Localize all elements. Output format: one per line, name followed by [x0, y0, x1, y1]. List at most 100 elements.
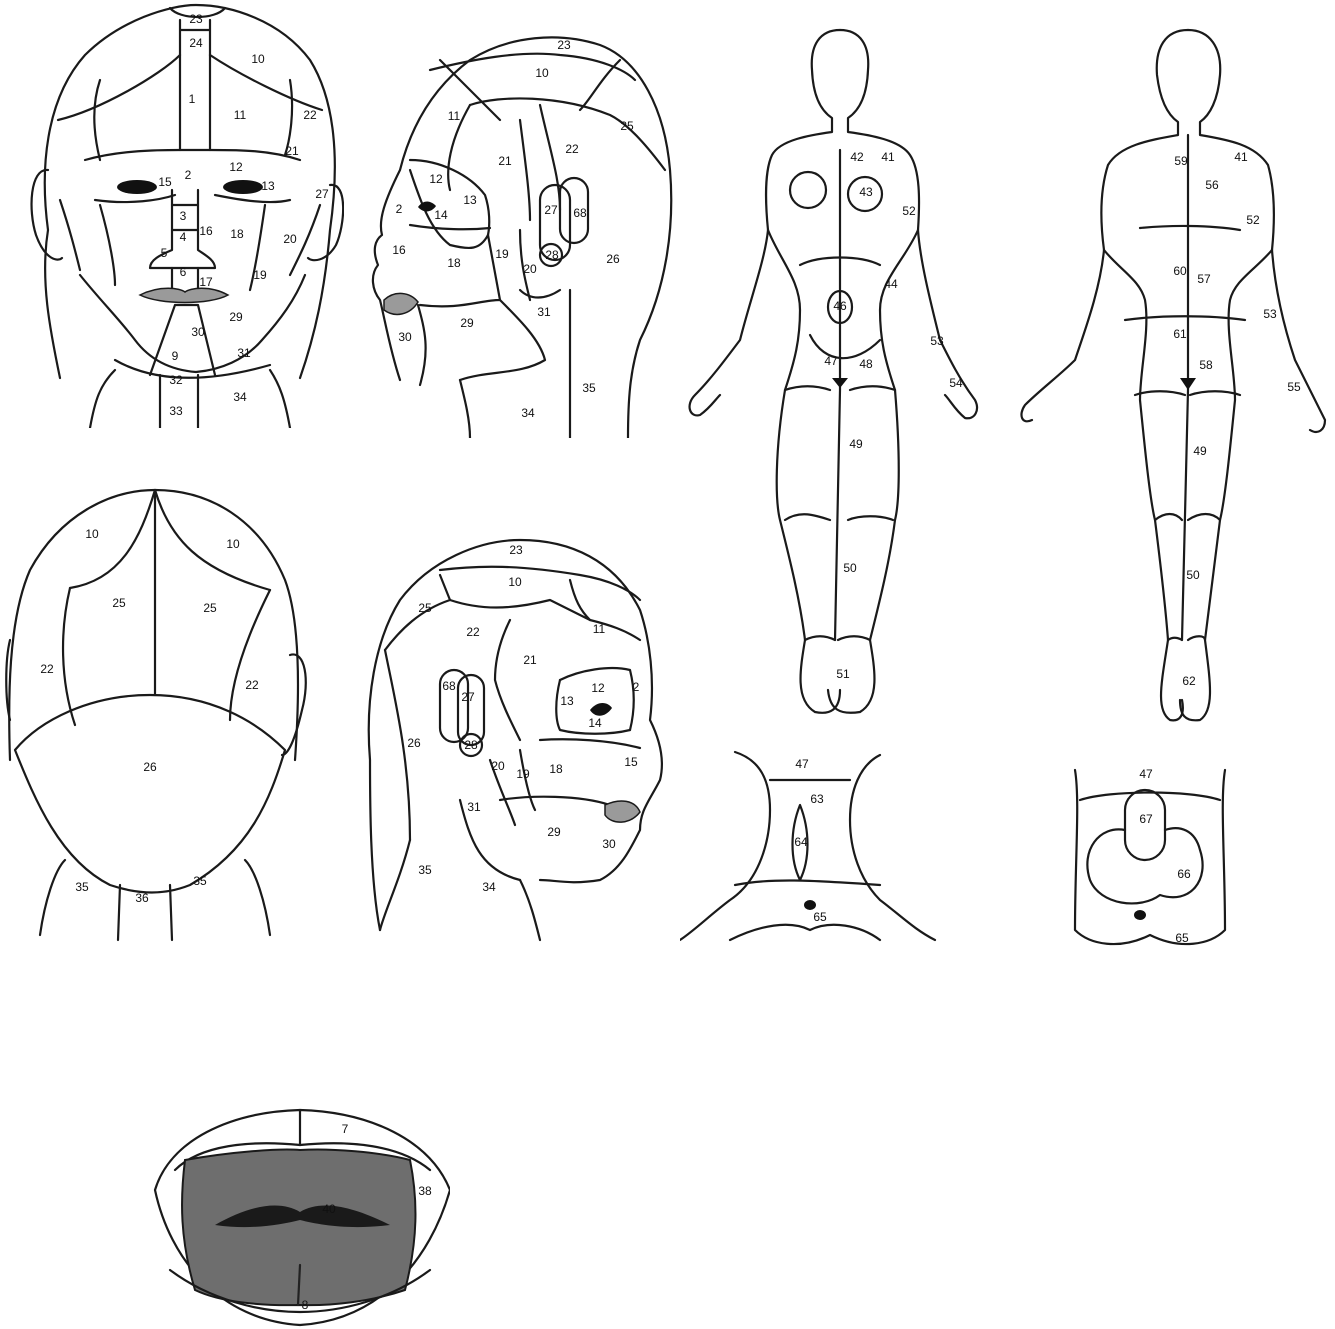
region-label: 8 [302, 1298, 309, 1312]
region-label: 20 [523, 262, 537, 276]
region-label: 60 [1173, 264, 1187, 278]
region-label: 63 [810, 792, 824, 806]
region-label: 26 [606, 252, 620, 266]
region-label: 24 [189, 36, 203, 50]
region-label: 65 [813, 910, 827, 924]
eye-right-mark [117, 180, 157, 194]
region-label: 23 [189, 12, 203, 26]
region-label: 47 [824, 354, 838, 368]
region-label: 55 [1287, 380, 1301, 394]
region-label: 18 [447, 256, 461, 270]
region-label: 58 [1199, 358, 1213, 372]
region-label: 17 [199, 275, 213, 289]
region-label: 66 [1177, 867, 1191, 881]
region-label: 19 [516, 767, 530, 781]
region-label: 35 [582, 381, 596, 395]
region-label: 65 [1175, 931, 1189, 945]
region-label: 18 [549, 762, 563, 776]
region-label: 18 [230, 227, 244, 241]
region-label: 30 [398, 330, 412, 344]
region-label: 46 [833, 299, 847, 313]
region-label: 28 [545, 248, 559, 262]
region-label: 14 [434, 208, 448, 222]
region-label: 13 [560, 694, 574, 708]
region-label: 12 [429, 172, 443, 186]
region-label: 34 [233, 390, 247, 404]
region-label: 13 [463, 193, 477, 207]
region-label: 67 [1139, 812, 1153, 826]
region-label: 1 [189, 92, 196, 106]
region-label: 44 [884, 277, 898, 291]
region-label: 56 [1205, 178, 1219, 192]
region-label: 52 [902, 204, 916, 218]
region-label: 68 [442, 679, 456, 693]
perineum-male-diagram: 47 67 66 65 [1040, 760, 1260, 964]
region-label: 11 [234, 108, 247, 122]
region-label: 53 [1263, 307, 1277, 321]
region-label: 62 [1182, 674, 1196, 688]
region-label: 26 [407, 736, 421, 750]
region-label: 21 [285, 144, 299, 158]
region-label: 25 [418, 601, 432, 615]
region-label: 4 [180, 230, 187, 244]
region-label: 23 [557, 38, 571, 52]
region-label: 35 [75, 880, 89, 894]
eye-left-mark [223, 180, 263, 194]
region-label: 29 [460, 316, 474, 330]
region-label: 25 [203, 601, 217, 615]
region-label: 47 [795, 757, 809, 771]
region-label: 11 [593, 622, 606, 636]
region-label: 30 [602, 837, 616, 851]
region-label: 36 [135, 891, 149, 905]
region-label: 49 [1193, 444, 1207, 458]
region-label: 20 [283, 232, 297, 246]
region-label: 31 [467, 800, 481, 814]
region-label: 54 [949, 376, 963, 390]
region-label: 22 [40, 662, 54, 676]
region-label: 10 [535, 66, 549, 80]
region-label: 19 [495, 247, 509, 261]
region-label: 3 [180, 209, 187, 223]
region-label: 35 [418, 863, 432, 877]
region-label: 19 [253, 268, 267, 282]
region-label: 10 [508, 575, 522, 589]
region-label: 52 [1246, 213, 1260, 227]
region-label: 35 [193, 874, 207, 888]
region-label: 2 [633, 680, 640, 694]
region-label: 22 [565, 142, 579, 156]
region-label: 10 [85, 527, 99, 541]
region-label: 28 [464, 738, 478, 752]
region-label: 10 [226, 537, 240, 551]
region-label: 12 [591, 681, 605, 695]
region-label: 15 [624, 755, 638, 769]
region-label: 50 [1186, 568, 1200, 582]
region-label: 25 [112, 596, 126, 610]
region-label: 20 [491, 759, 505, 773]
region-label: 6 [180, 265, 187, 279]
region-label: 61 [1173, 327, 1187, 341]
region-label: 49 [849, 437, 863, 451]
region-label: 59 [1174, 154, 1188, 168]
region-label: 5 [161, 246, 168, 260]
region-label: 53 [930, 334, 944, 348]
region-label: 31 [237, 346, 251, 360]
region-label: 12 [229, 160, 243, 174]
region-label: 9 [172, 349, 179, 363]
region-label: 40 [322, 1202, 336, 1216]
region-label: 34 [482, 880, 496, 894]
region-label: 68 [573, 206, 587, 220]
region-label: 47 [1139, 767, 1153, 781]
region-label: 14 [588, 716, 602, 730]
region-label: 34 [521, 406, 535, 420]
region-label: 22 [466, 625, 480, 639]
